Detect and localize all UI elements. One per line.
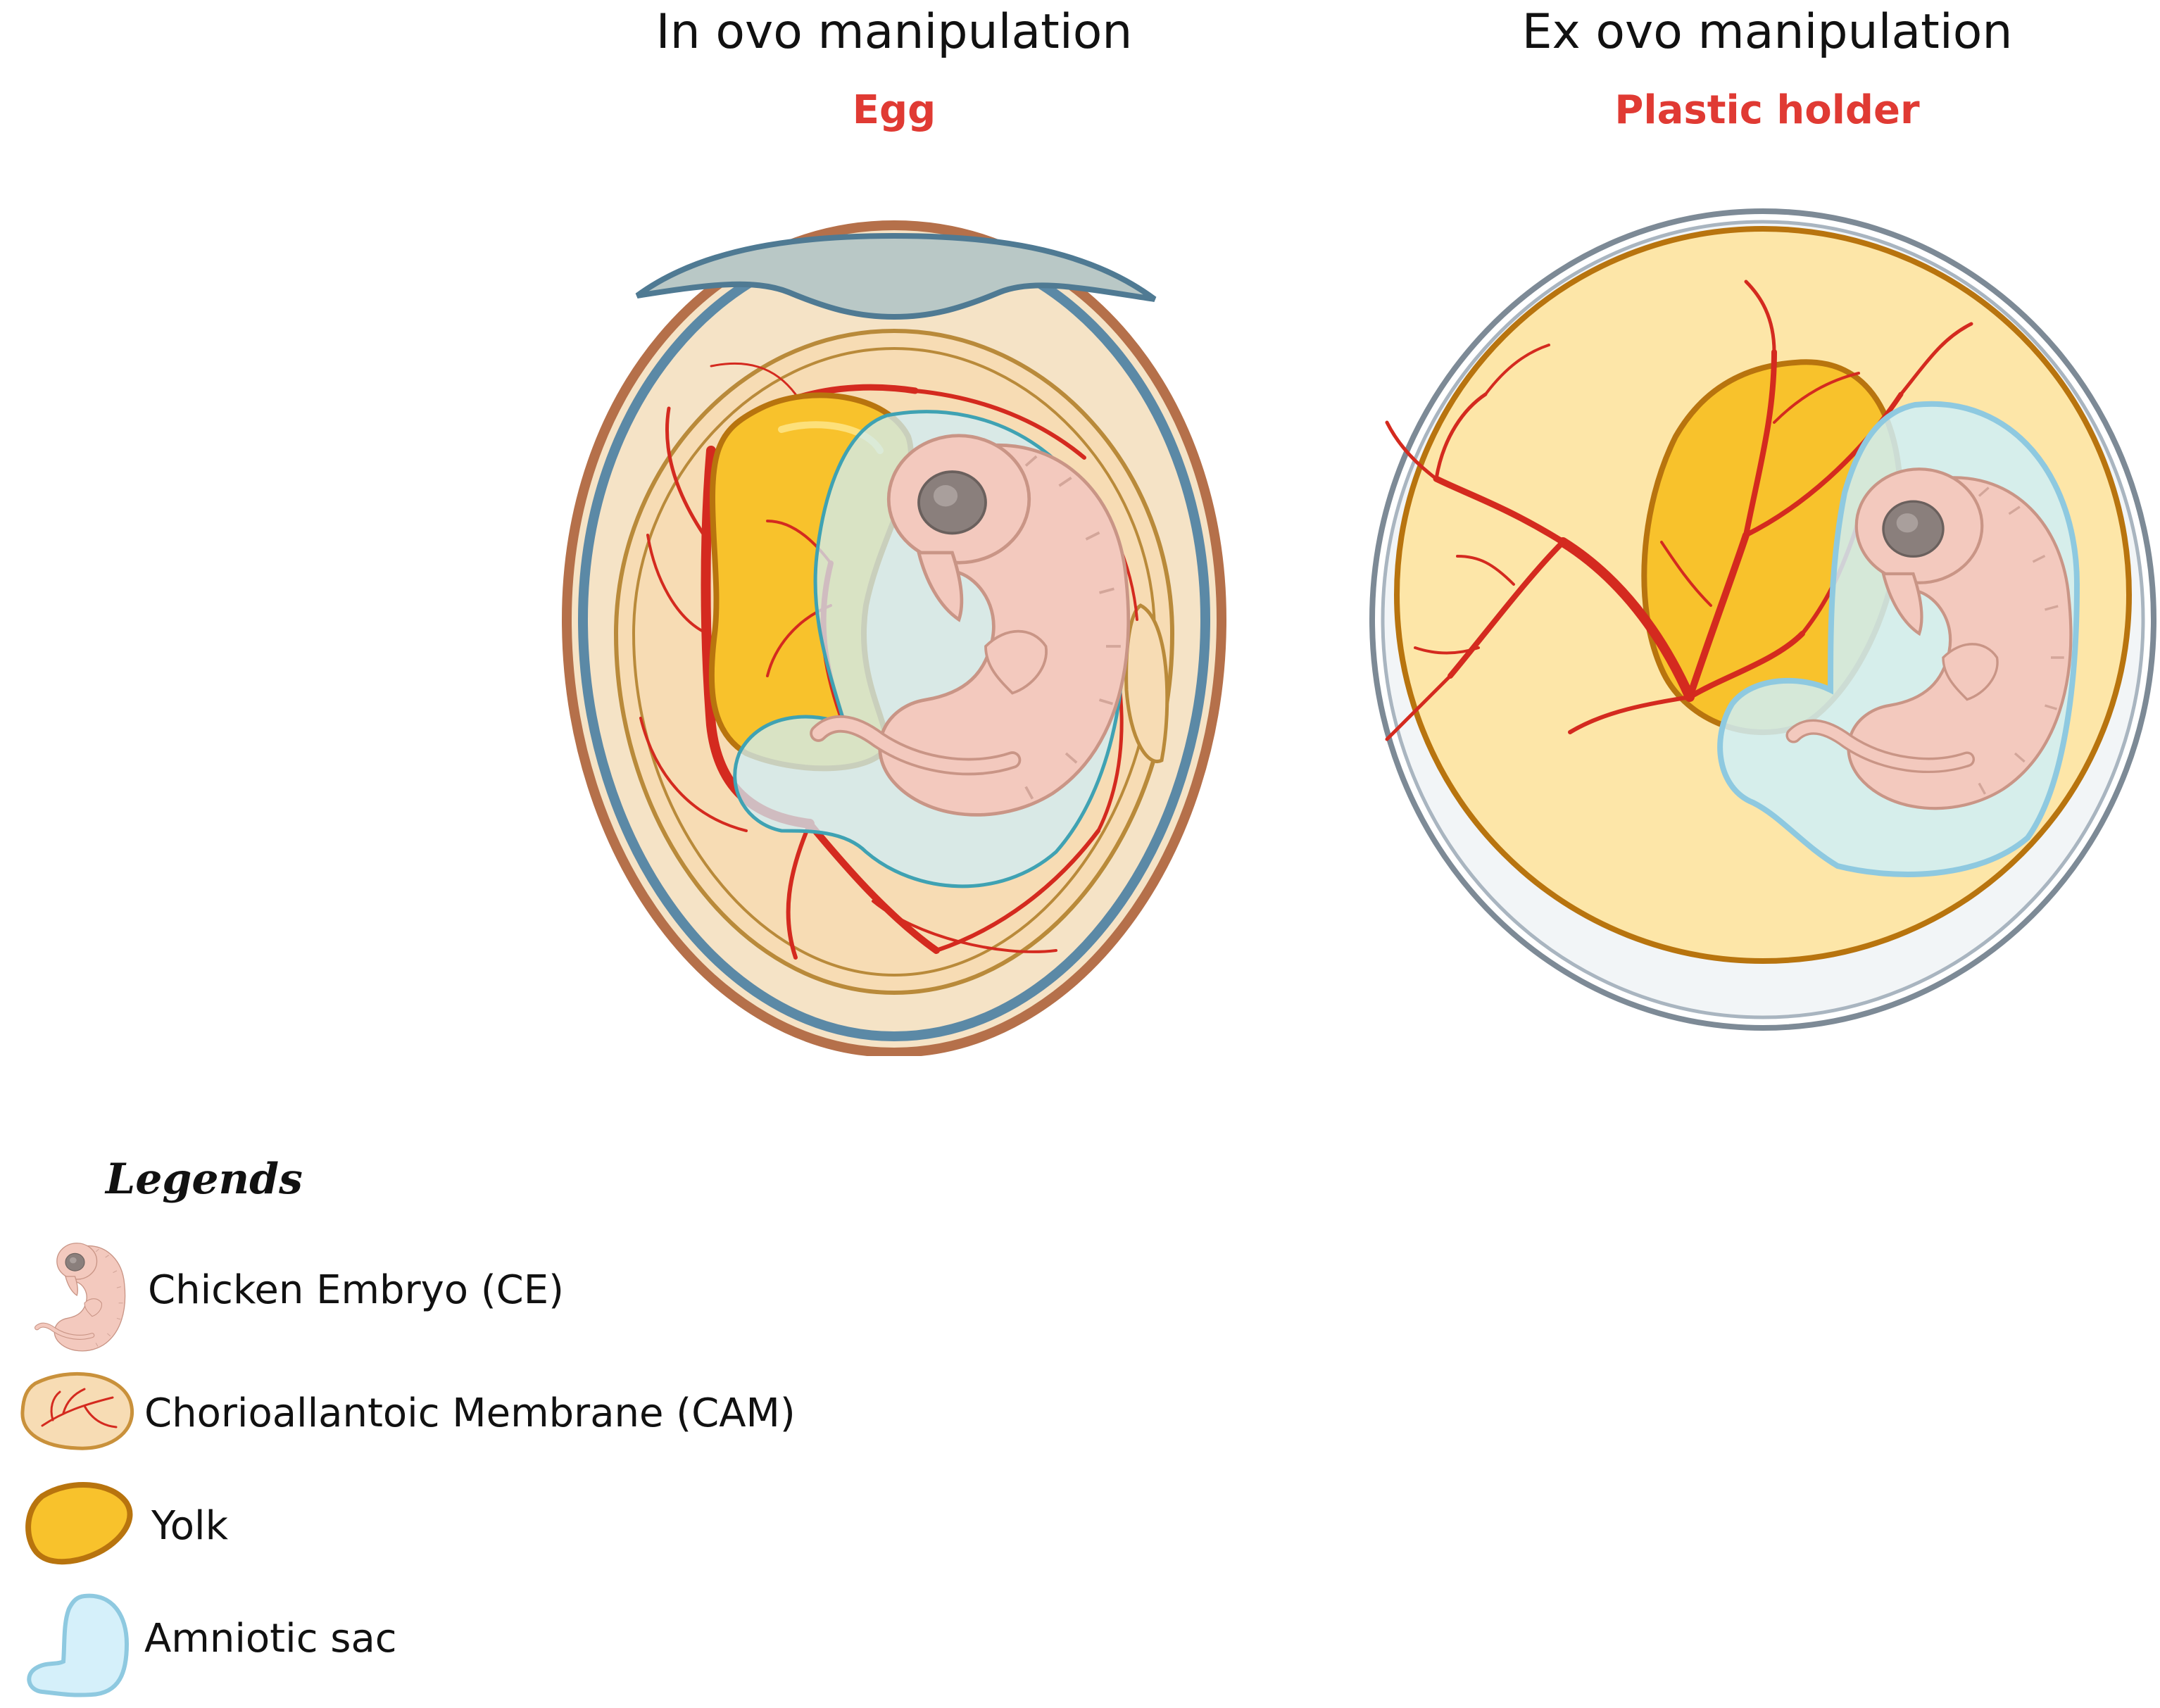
legend-item-yolk: Yolk (14, 1475, 1000, 1581)
legend-label-yolk: Yolk (151, 1503, 229, 1549)
legend-label-amniotic-sac: Amniotic sac (144, 1616, 397, 1662)
plastic-holder-illustration (1369, 208, 2156, 1031)
legend-label-embryo: Chicken Embryo (CE) (148, 1267, 565, 1313)
yolk-icon (25, 1482, 133, 1565)
legend-item-cam: Chorioallantoic Membrane (CAM) (14, 1362, 1000, 1468)
legend-item-amniotic-sac: Amniotic sac (14, 1588, 1000, 1697)
legend-label-cam: Chorioallantoic Membrane (CAM) (144, 1390, 796, 1436)
plastic-holder-label: Plastic holder (1614, 87, 1920, 133)
egg-label: Egg (852, 87, 936, 133)
legend-item-embryo: Chicken Embryo (CE) (14, 1239, 1000, 1345)
diagram-scene (561, 208, 2156, 1056)
amniotic-sac-icon (27, 1593, 130, 1697)
ex-ovo-title: Ex ovo manipulation (1521, 4, 2013, 60)
embryo-icon (14, 1239, 134, 1352)
legend-title: Legends (106, 1155, 303, 1204)
egg-illustration (561, 220, 1227, 1056)
cam-icon (20, 1371, 134, 1450)
in-ovo-title: In ovo manipulation (655, 4, 1133, 60)
